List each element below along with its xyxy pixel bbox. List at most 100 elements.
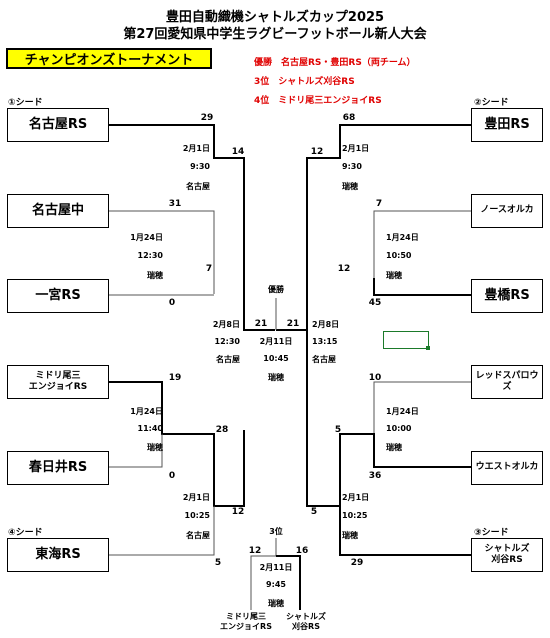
score-kasugai: 0	[168, 471, 176, 481]
third-right-team: シャトルズ 刈谷RS	[276, 612, 336, 633]
tournament-banner: チャンピオンズトーナメント	[6, 48, 212, 69]
score-shuttles: 29	[350, 558, 364, 568]
score-tokai: 5	[214, 558, 222, 568]
third-time: 9:45	[266, 580, 286, 589]
score-right-semi-top: 12	[310, 147, 324, 157]
selected-cell[interactable]	[383, 331, 429, 349]
team-kasugai: 春日井RS	[7, 451, 109, 485]
r-sf-time: 9:30	[342, 162, 362, 171]
score-final-right: 21	[286, 319, 300, 329]
r-side-date: 2月8日	[312, 320, 340, 329]
score-m3-win: 12	[337, 264, 351, 274]
l-sf-date: 2月1日	[182, 144, 210, 153]
score-m1-win: 7	[205, 264, 213, 274]
score-nagoya-chu: 31	[168, 199, 182, 209]
score-right-semi-bottom: 5	[310, 507, 318, 517]
line-shuttles	[306, 330, 471, 556]
team-shuttles: シャトルズ 刈谷RS	[471, 538, 543, 572]
line-tokai	[109, 506, 215, 556]
r-sf2-date: 2月1日	[342, 493, 370, 502]
l-sf2-venue: 名古屋	[186, 531, 210, 540]
final-time: 10:45	[263, 354, 289, 363]
line-north	[373, 210, 471, 294]
l-side-time: 12:30	[214, 337, 240, 346]
line-nagoya-chu	[109, 210, 215, 294]
team-nagoya-rs: 名古屋RS	[7, 108, 109, 142]
l-qf2-venue: 瑞穂	[147, 443, 163, 452]
team-shuttles-line2: 刈谷RS	[491, 555, 523, 565]
l-qf2-time: 11:40	[137, 424, 163, 433]
r-sf-venue: 瑞穂	[342, 182, 358, 191]
r-qf-date: 1月24日	[386, 233, 419, 242]
team-tokai: 東海RS	[7, 538, 109, 572]
l-side-venue: 名古屋	[216, 355, 240, 364]
third-right-line2: 刈谷RS	[292, 622, 320, 632]
r-sf-date: 2月1日	[342, 144, 370, 153]
r-sf2-time: 10:25	[342, 511, 368, 520]
title-line-1: 豊田自動織機シャトルズカップ2025	[165, 10, 385, 25]
score-toyohashi: 45	[368, 298, 382, 308]
team-shuttles-line1: シャトルズ	[484, 543, 530, 554]
score-m2-win: 28	[215, 425, 229, 435]
line-kasugai	[109, 434, 163, 468]
third-left-team: ミドリ尾三 エンジョイRS	[216, 612, 276, 633]
final-date: 2月11日	[259, 337, 293, 346]
score-ichinomiya: 0	[168, 298, 176, 308]
score-north: 7	[375, 199, 383, 209]
line-west	[339, 433, 471, 506]
r-qf2-date: 1月24日	[386, 407, 419, 416]
team-midori-line1: ミドリ尾三	[35, 370, 81, 381]
third-label: 3位	[269, 527, 283, 536]
team-toyohashi: 豊橋RS	[471, 279, 543, 313]
third-right-line1: シャトルズ	[286, 612, 326, 621]
line-right-final	[276, 317, 308, 331]
team-midori: ミドリ尾三 エンジョイRS	[7, 365, 109, 399]
third-date: 2月11日	[259, 563, 293, 572]
line-midori	[109, 381, 245, 507]
l-qf-venue: 瑞穂	[147, 271, 163, 280]
line-nagoya-rs	[109, 124, 245, 317]
line-third-right	[276, 555, 301, 610]
score-m4-win: 5	[334, 425, 342, 435]
score-toyota: 68	[342, 113, 356, 123]
result-fourth: 4位 ミドリ尾三エンジョイRS	[254, 96, 382, 106]
l-qf-time: 12:30	[137, 251, 163, 260]
third-left-line2: エンジョイRS	[220, 622, 272, 632]
team-ichinomiya: 一宮RS	[7, 279, 109, 313]
r-sf2-venue: 瑞穂	[342, 531, 358, 540]
score-midori: 19	[168, 373, 182, 383]
r-qf2-time: 10:00	[386, 424, 412, 433]
third-left-line1: ミドリ尾三	[226, 612, 266, 621]
team-toyota: 豊田RS	[471, 108, 543, 142]
seed-1-label: ①シード	[8, 98, 43, 108]
fill-handle[interactable]	[426, 346, 430, 350]
team-north: ノースオルカ	[471, 194, 543, 228]
score-west: 36	[368, 471, 382, 481]
line-toyota	[306, 124, 471, 317]
l-sf2-date: 2月1日	[182, 493, 210, 502]
score-third-right: 16	[295, 546, 309, 556]
seed-4-label: ④シード	[8, 528, 43, 538]
line-left-final	[243, 317, 275, 331]
team-midori-line2: エンジョイRS	[28, 382, 88, 392]
line-toyohashi	[373, 278, 471, 296]
r-side-venue: 名古屋	[312, 355, 336, 364]
score-left-semi-top: 14	[231, 147, 245, 157]
result-third: 3位 シャトルズ刈谷RS	[254, 77, 355, 87]
line-reds	[373, 381, 471, 434]
score-reds: 10	[368, 373, 382, 383]
score-third-left: 12	[248, 546, 262, 556]
l-qf2-date: 1月24日	[130, 407, 163, 416]
l-sf2-time: 10:25	[184, 511, 210, 520]
r-side-time: 13:15	[312, 337, 338, 346]
score-nagoya-rs: 29	[200, 113, 214, 123]
final-venue: 瑞穂	[268, 373, 284, 382]
l-sf-venue: 名古屋	[186, 182, 210, 191]
l-qf-date: 1月24日	[130, 233, 163, 242]
final-label: 優勝	[268, 285, 284, 294]
line-third-left	[250, 538, 277, 610]
team-west: ウエストオルカ	[471, 451, 543, 485]
third-venue: 瑞穂	[268, 599, 284, 608]
l-side-date: 2月8日	[212, 320, 240, 329]
